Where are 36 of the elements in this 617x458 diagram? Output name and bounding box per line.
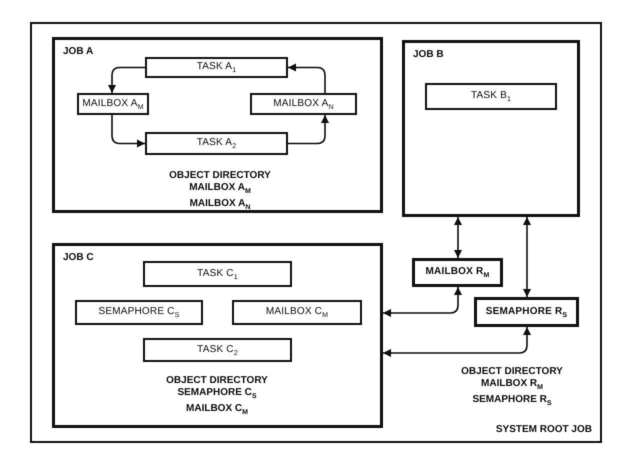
arrow [288,115,329,144]
arrow [288,64,326,93]
job-box [52,243,383,428]
arrow [383,327,531,357]
directory-entry: MAILBOX A$_{M}$ [189,182,251,197]
object-box: MAILBOX A$_{M}$ [77,93,149,115]
arrow [111,115,145,148]
arrow [454,217,462,258]
object-box: TASK A$_{2}$ [145,132,288,155]
object-box: MAILBOX A$_{N}$ [250,93,357,115]
job-title: JOB C [63,252,94,263]
directory-heading: OBJECT DIRECTORY [461,366,563,378]
job-box [52,37,383,213]
directory-entry: SEMAPHORE R$_{S}$ [472,394,552,409]
directory-entry: SEMAPHORE C$_{S}$ [177,387,257,402]
arrow [523,217,531,297]
directory-heading: OBJECT DIRECTORY [166,375,268,387]
object-box: SEMAPHORE C$_{S}$ [75,300,203,325]
job-title: JOB A [63,46,94,57]
arrow [383,287,462,317]
root-object-box: MAILBOX R$_{M}$ [412,258,503,287]
job-title: JOB B [413,49,444,60]
object-box: MAILBOX C$_{M}$ [232,300,362,325]
object-box: TASK B$_{1}$ [425,83,557,110]
object-box: TASK A$_{1}$ [145,57,288,78]
job-box [402,40,580,217]
directory-entry: MAILBOX C$_{M}$ [186,403,248,418]
object-box: TASK C$_{1}$ [143,261,292,287]
directory-heading: OBJECT DIRECTORY [169,170,271,182]
object-box: TASK C$_{2}$ [143,338,292,362]
directory-entry: MAILBOX A$_{N}$ [190,198,250,213]
job-title: SYSTEM ROOT JOB [496,424,592,435]
directory-entry: MAILBOX R$_{M}$ [481,378,543,393]
arrow [108,66,145,93]
root-object-box: SEMAPHORE R$_{S}$ [474,297,579,327]
root-job-frame [30,22,602,443]
